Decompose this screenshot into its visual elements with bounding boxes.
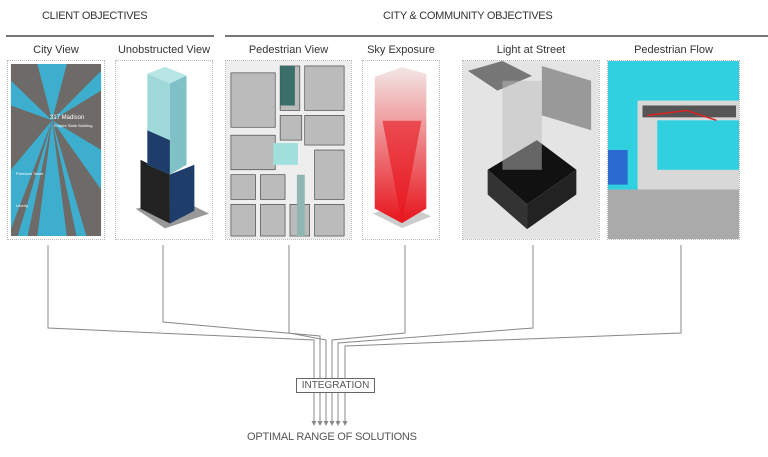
- tower-model: [135, 66, 210, 229]
- sky-exposure-panel: [362, 60, 440, 240]
- label-liberty: Liberty: [16, 203, 29, 208]
- label-freedom-tower: Freedom Tower: [16, 171, 44, 176]
- city-view-map: [10, 63, 102, 237]
- street-grid-render: [226, 61, 351, 239]
- optimal-range-label: OPTIMAL RANGE OF SOLUTIONS: [247, 431, 417, 443]
- panel-title-unobstructed-view: Unobstructed View: [117, 44, 211, 56]
- city-objectives-heading: CITY & COMMUNITY OBJECTIVES: [383, 10, 553, 22]
- pedestrian-view-panel: [225, 60, 352, 240]
- panel-title-light-at-street: Light at Street: [496, 44, 566, 56]
- client-objectives-heading: CLIENT OBJECTIVES: [42, 10, 148, 22]
- integration-box: INTEGRATION: [296, 378, 375, 393]
- pedestrian-flow-render: [608, 61, 739, 239]
- client-divider: [6, 35, 214, 37]
- panel-title-pedestrian-flow: Pedestrian Flow: [634, 44, 713, 56]
- sky-exposure-render: [372, 67, 432, 228]
- panel-title-city-view: City View: [33, 44, 79, 56]
- panel-title-sky-exposure: Sky Exposure: [367, 44, 435, 56]
- light-render: [463, 61, 599, 239]
- arrowheads: [311, 421, 348, 426]
- connector-city-view: [47, 245, 315, 423]
- light-at-street-panel: [462, 60, 600, 240]
- pedestrian-flow-panel: [607, 60, 740, 240]
- panel-title-pedestrian-view: Pedestrian View: [248, 44, 329, 56]
- connector-light-at-street: [337, 245, 534, 423]
- connector-sky-exposure: [331, 245, 406, 423]
- city-view-panel: 317 Madison Empire State Building Freedo…: [7, 60, 105, 240]
- label-empire-state: Empire State Building: [54, 123, 93, 128]
- unobstructed-view-panel: [115, 60, 213, 240]
- label-317-madison: 317 Madison: [50, 115, 85, 121]
- city-divider: [225, 35, 768, 37]
